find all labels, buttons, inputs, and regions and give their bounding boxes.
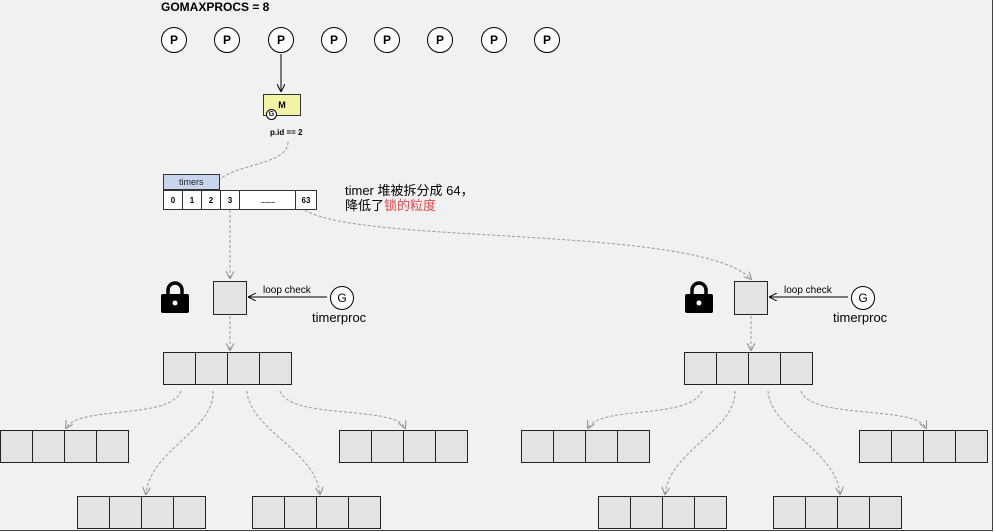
heap-cell xyxy=(173,496,206,529)
heap-cell xyxy=(195,352,228,385)
heap-cell xyxy=(64,430,97,463)
heap-cell xyxy=(716,352,749,385)
heap-timer-node xyxy=(213,281,247,315)
machine-goroutine: G xyxy=(266,109,277,120)
timers-label: timers xyxy=(163,174,220,190)
heap-cell xyxy=(371,430,404,463)
heap-cell xyxy=(109,496,142,529)
heap-cell xyxy=(403,430,436,463)
child-link-right-3 xyxy=(767,390,840,494)
gomaxprocs-title: GOMAXPROCS = 8 xyxy=(161,0,270,14)
goroutine-node: G xyxy=(330,286,354,310)
note-highlight: 锁的粒度 xyxy=(384,198,437,213)
heap-cell xyxy=(435,430,468,463)
timers-slot: 2 xyxy=(202,191,221,209)
heap-cell xyxy=(316,496,349,529)
timers-slot: 0 xyxy=(164,191,183,209)
goroutine-node: G xyxy=(851,286,875,310)
heap-cell xyxy=(662,496,695,529)
processor-node: P xyxy=(161,27,187,53)
note-line-2-prefix: 降低了 xyxy=(345,198,385,213)
heap-cell xyxy=(859,430,892,463)
heap-child-row xyxy=(521,430,650,463)
heap-root-row xyxy=(684,352,813,385)
heap-cell xyxy=(77,496,110,529)
heap-cell xyxy=(521,430,554,463)
heap-timer-node xyxy=(734,281,768,315)
processor-node: P xyxy=(214,27,240,53)
lock-icon xyxy=(161,281,189,313)
note-line-1: timer 堆被拆分成 64， xyxy=(345,183,474,198)
timers-slot: 1 xyxy=(183,191,202,209)
heap-cell xyxy=(805,496,838,529)
processor-node: P xyxy=(268,27,294,53)
heap-child-row xyxy=(77,496,206,529)
loop-check-label: loop check xyxy=(784,285,832,296)
pid-to-timer-slot-connector xyxy=(211,141,289,190)
timers-slot-ellipsis: ............ xyxy=(240,191,296,209)
timerproc-label: timerproc xyxy=(833,310,888,325)
heap-cell xyxy=(259,352,292,385)
timers-slot: 63 xyxy=(301,195,311,205)
loop-check-label: loop check xyxy=(263,285,311,296)
processor-node: P xyxy=(481,27,507,53)
slot63-to-heap-connector xyxy=(304,209,751,279)
child-link-right-2 xyxy=(665,390,736,494)
heap-cell xyxy=(252,496,285,529)
heap-cell xyxy=(96,430,129,463)
heap-cell xyxy=(684,352,717,385)
heap-cell xyxy=(339,430,372,463)
heap-cell xyxy=(141,496,174,529)
heap-cell xyxy=(598,496,631,529)
processor-node: P xyxy=(374,27,400,53)
processor-node: P xyxy=(534,27,560,53)
processor-node: P xyxy=(427,27,453,53)
heap-child-row xyxy=(598,496,727,529)
child-link-right-1 xyxy=(588,390,703,428)
heap-child-row xyxy=(339,430,468,463)
heap-child-row xyxy=(252,496,381,529)
child-link-left-2 xyxy=(146,390,214,494)
heap-cell xyxy=(780,352,813,385)
heap-child-row xyxy=(859,430,988,463)
heap-cell xyxy=(923,430,956,463)
heap-cell xyxy=(284,496,317,529)
pid-label: p.id == 2 xyxy=(270,128,303,137)
heap-cell xyxy=(0,430,33,463)
heap-cell xyxy=(32,430,65,463)
heap-child-row xyxy=(773,496,902,529)
timers-slot: 3 xyxy=(221,191,240,209)
heap-cell xyxy=(585,430,618,463)
timerproc-label: timerproc xyxy=(312,310,367,325)
annotation-note: timer 堆被拆分成 64， 降低了锁的粒度 xyxy=(345,183,474,213)
heap-cell xyxy=(748,352,781,385)
heap-cell xyxy=(630,496,663,529)
child-link-left-4 xyxy=(279,390,405,428)
heap-cell xyxy=(163,352,196,385)
child-link-right-4 xyxy=(800,390,926,428)
heap-cell xyxy=(553,430,586,463)
processor-node: P xyxy=(321,27,347,53)
heap-cell xyxy=(837,496,870,529)
lock-icon xyxy=(685,281,713,313)
child-link-left-1 xyxy=(66,390,182,428)
heap-cell xyxy=(869,496,902,529)
heap-root-row xyxy=(163,352,292,385)
heap-cell xyxy=(773,496,806,529)
timers-array: 0 1 2 3 ............ 63 xyxy=(163,190,317,210)
heap-cell xyxy=(891,430,924,463)
heap-cell xyxy=(227,352,260,385)
heap-child-row xyxy=(0,430,129,463)
child-link-left-3 xyxy=(246,390,320,494)
heap-cell xyxy=(617,430,650,463)
heap-cell xyxy=(348,496,381,529)
heap-cell xyxy=(955,430,988,463)
heap-cell xyxy=(694,496,727,529)
